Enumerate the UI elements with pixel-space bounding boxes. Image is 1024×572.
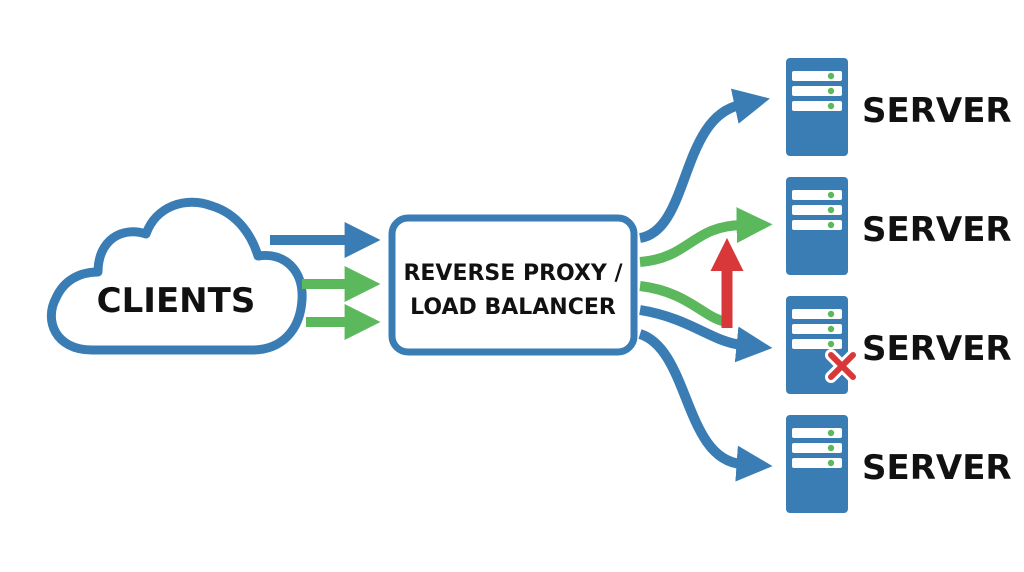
server-icon <box>786 415 848 513</box>
route-to-server-4 <box>638 329 773 482</box>
route-to-server-2 <box>639 207 773 267</box>
server-icon <box>786 58 848 156</box>
clients-label: CLIENTS <box>97 281 256 321</box>
server-label: SERVER <box>862 448 1012 488</box>
server-label: SERVER <box>862 91 1012 131</box>
server-4: SERVER <box>786 415 1012 513</box>
proxy-label-line1: REVERSE PROXY / <box>403 261 623 286</box>
client-arrows <box>270 222 381 340</box>
server-3: SERVER <box>786 296 1012 394</box>
route-rerouted <box>639 281 729 327</box>
server-label: SERVER <box>862 210 1012 250</box>
clients-cloud: CLIENTS <box>46 197 307 355</box>
server-icon <box>786 177 848 275</box>
server-2: SERVER <box>786 177 1012 275</box>
server-label: SERVER <box>862 329 1012 369</box>
route-to-server-1 <box>638 88 770 243</box>
route-to-server-3 <box>639 305 773 363</box>
cloud-icon <box>46 197 307 355</box>
server-1: SERVER <box>786 58 1012 156</box>
failed-x-icon <box>825 349 859 383</box>
server-icon <box>786 296 848 394</box>
proxy-label-line2: LOAD BALANCER <box>410 295 616 320</box>
proxy-box: REVERSE PROXY / LOAD BALANCER <box>388 214 638 356</box>
server-routes <box>638 88 773 482</box>
